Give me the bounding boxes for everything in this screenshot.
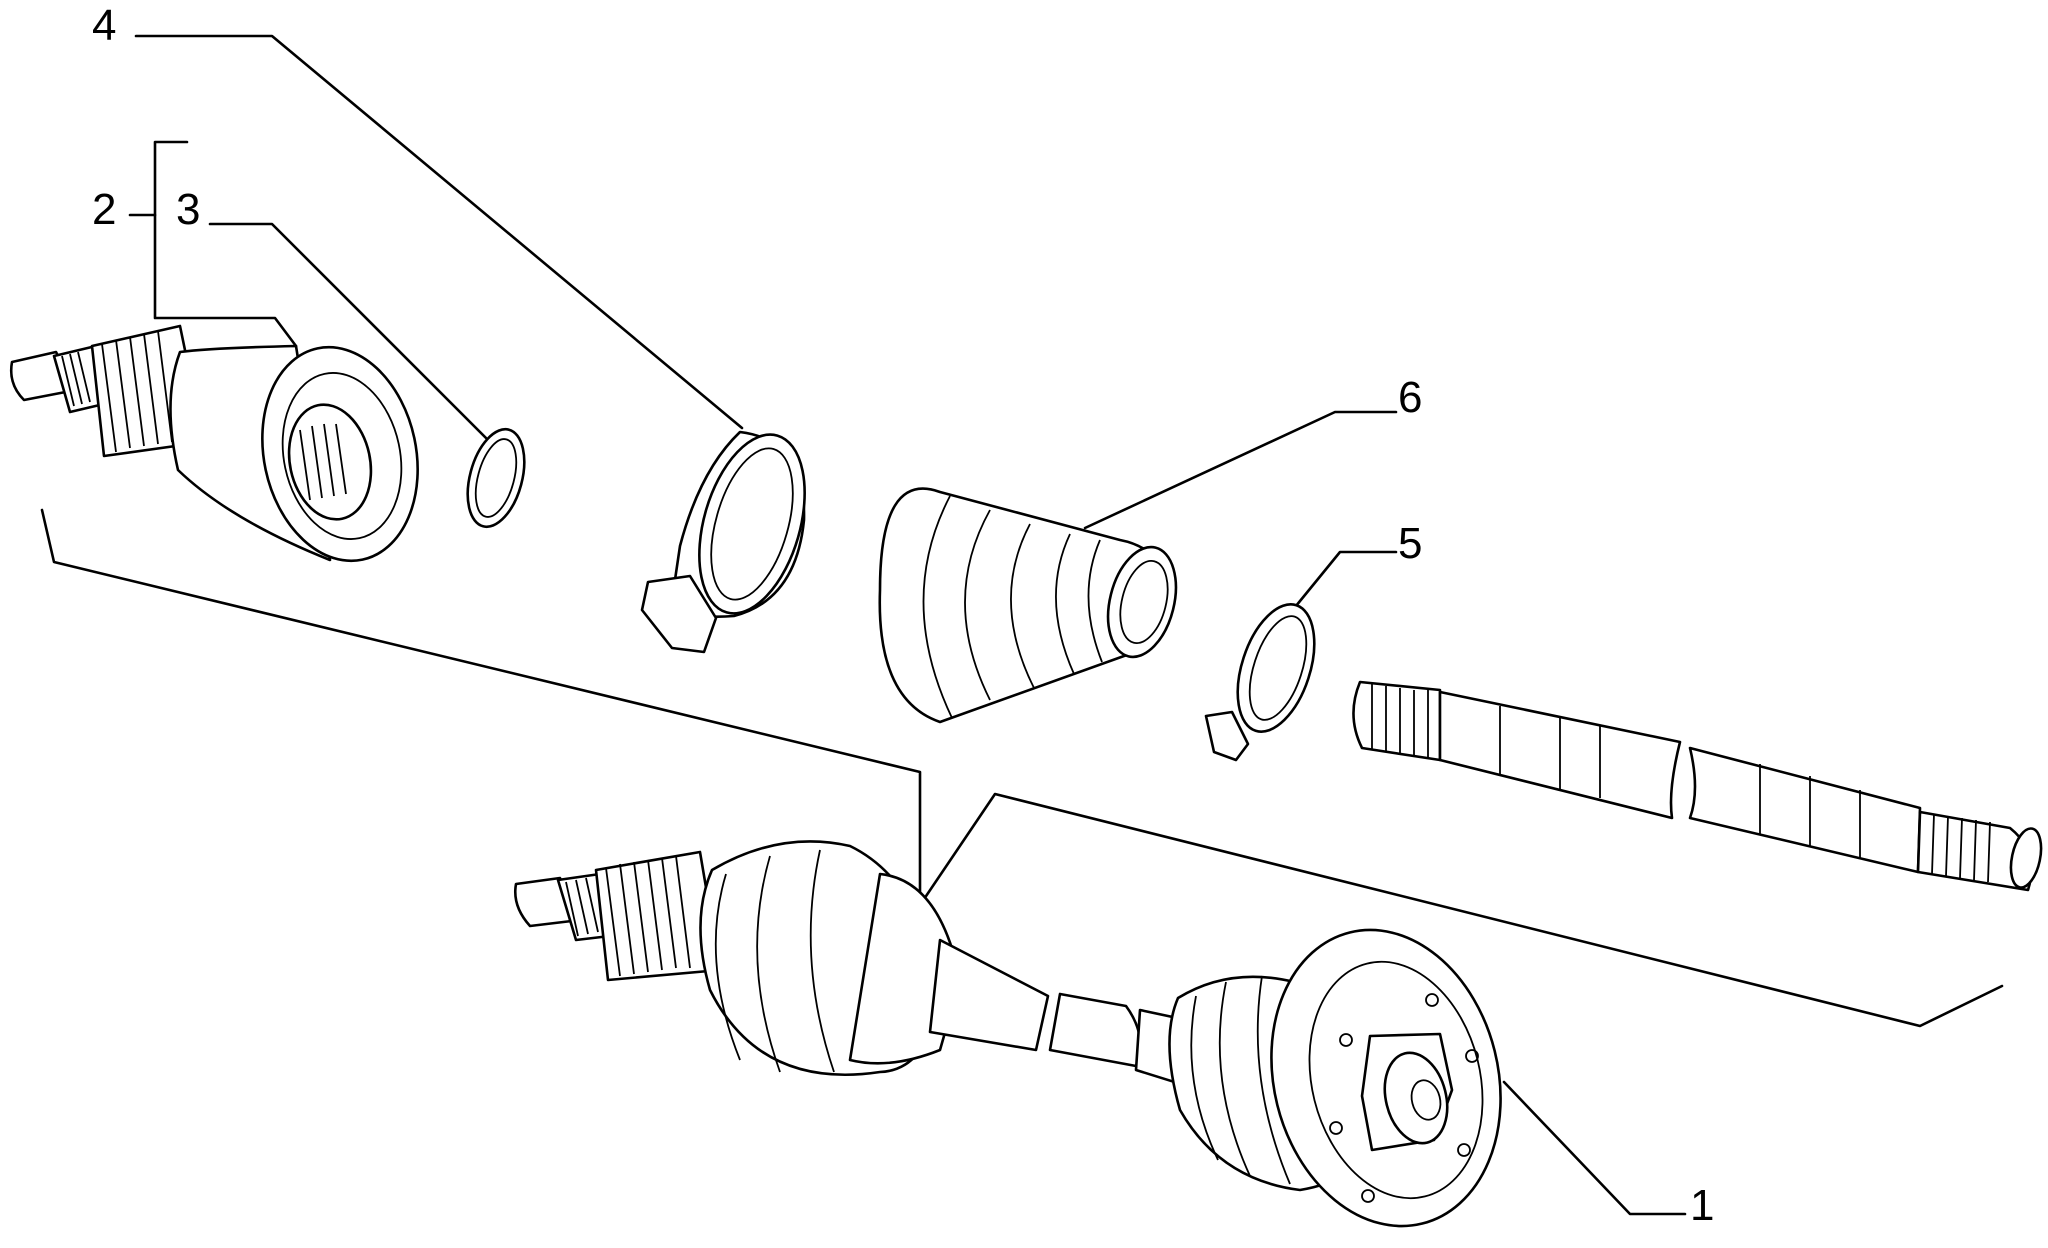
outer-joint-assembly [9,324,419,563]
kit-bracket-right [918,792,2004,1028]
small-clamp [1204,603,1316,762]
callout-3-label: 3 [176,185,200,234]
leader-6 [1083,410,1398,530]
leader-1 [1502,1080,1687,1216]
callout-1-label: 1 [1690,1181,1714,1230]
leader-2-bracket [153,140,298,348]
leader-4 [134,34,744,430]
leader-3 [208,222,502,454]
kit-bracket-left [40,508,922,907]
callout-5-label: 5 [1398,519,1422,568]
leader-lines [40,34,2004,1216]
leader-5 [1276,550,1398,630]
callout-2-label: 2 [92,185,116,234]
large-clamp [640,430,806,654]
complete-drive-shaft [514,840,1502,1228]
callout-6-label: 6 [1398,373,1422,422]
joint-boot [878,487,1178,724]
callout-4-label: 4 [92,1,116,50]
intermediate-shaft [1352,680,2043,892]
circlip [466,427,526,529]
